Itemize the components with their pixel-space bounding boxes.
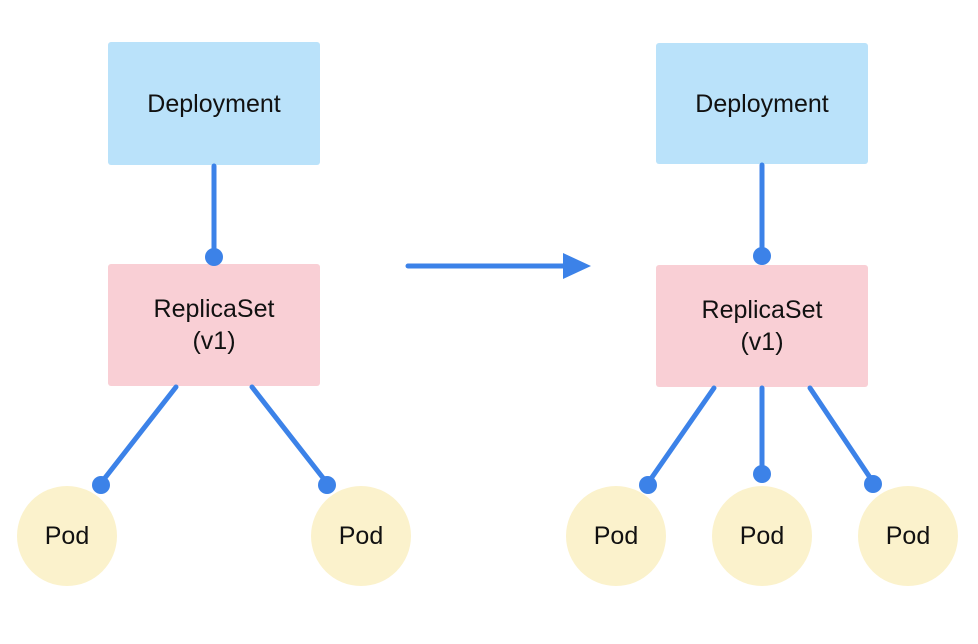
replicaset-label: ReplicaSet (v1) <box>702 294 823 358</box>
edge-replicaset-pod <box>807 385 876 485</box>
pod-label: Pod <box>593 521 639 550</box>
deployment-box: Deployment <box>656 43 868 164</box>
edge-endpoint-dot <box>318 476 336 494</box>
arrow-head <box>563 253 591 279</box>
replicaset-box: ReplicaSet (v1) <box>656 265 868 387</box>
replicaset-label-line2: (v1) <box>740 328 784 356</box>
arrow-right-icon <box>405 253 591 279</box>
pod-node: Pod <box>311 486 411 586</box>
replicaset-label: ReplicaSet (v1) <box>154 293 275 357</box>
edge-replicaset-pod <box>645 385 717 486</box>
edge-endpoint-dot <box>864 475 882 493</box>
pod-node: Pod <box>566 486 666 586</box>
edge-replicaset-pod <box>249 384 330 486</box>
edge-endpoint-dot <box>92 476 110 494</box>
deployment-label: Deployment <box>695 89 829 118</box>
edge-endpoint-dot <box>753 465 771 483</box>
edge-endpoint-dot <box>639 476 657 494</box>
edge-replicaset-pod <box>98 384 179 486</box>
pod-node: Pod <box>17 486 117 586</box>
pod-label: Pod <box>44 521 90 550</box>
deployment-label: Deployment <box>147 89 281 118</box>
pod-label: Pod <box>338 521 384 550</box>
pod-label: Pod <box>739 521 785 550</box>
pod-node: Pod <box>858 486 958 586</box>
replicaset-label-line1: ReplicaSet <box>153 295 275 323</box>
replicaset-label-line2: (v1) <box>192 327 236 355</box>
replicaset-box: ReplicaSet (v1) <box>108 264 320 386</box>
pod-node: Pod <box>712 486 812 586</box>
edge-endpoint-dot <box>753 247 771 265</box>
replicaset-label-line1: ReplicaSet <box>701 296 823 324</box>
deployment-box: Deployment <box>108 42 320 165</box>
pod-label: Pod <box>885 521 931 550</box>
